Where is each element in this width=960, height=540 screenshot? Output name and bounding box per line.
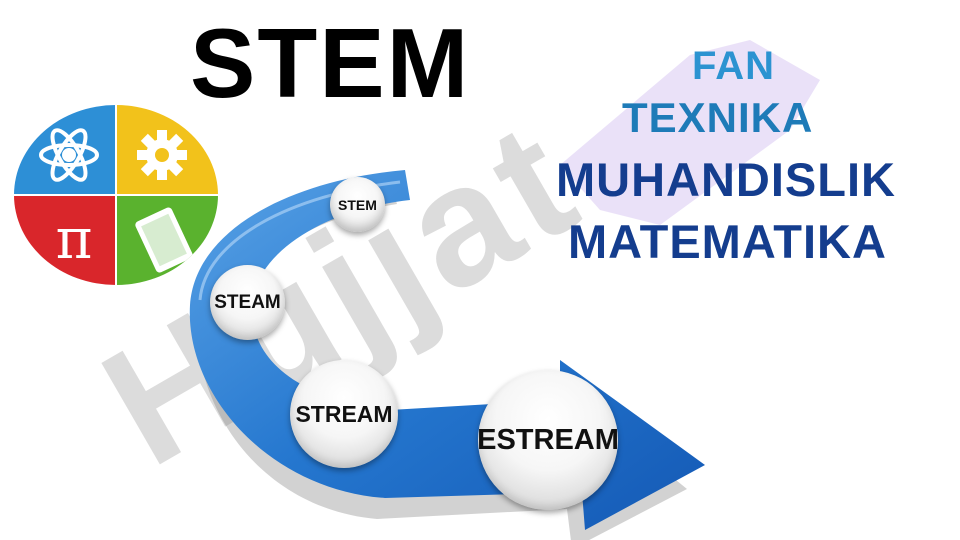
word-matematika: MATEMATIKA (568, 215, 887, 268)
stem-logo-graphic: π (14, 105, 218, 285)
stage-label-stream: STREAM (295, 400, 393, 427)
stage-bubble-stem: STEM (330, 177, 385, 232)
tablet-icon (135, 207, 193, 273)
pen-watermark-icon (560, 40, 820, 225)
word-fan: FAN (692, 44, 775, 88)
stage-label-stem: STEM (338, 196, 377, 213)
atom-icon (39, 128, 99, 182)
stage-bubble-estream: ESTREAM (477, 370, 619, 510)
stage-label-estream: ESTREAM (477, 423, 619, 456)
stem-logo: π (14, 105, 218, 285)
svg-text:π: π (56, 207, 93, 272)
word-muhandislik: MUHANDISLIK (556, 153, 896, 206)
stage-label-steam: STEAM (214, 291, 281, 313)
stage-bubble-stream: STREAM (290, 360, 398, 468)
word-texnika: TEXNIKA (622, 94, 814, 141)
page-title: STEM (190, 8, 471, 118)
gear-icon (137, 130, 187, 180)
stage-bubble-steam: STEAM (210, 265, 285, 340)
pi-icon: π (56, 207, 93, 272)
